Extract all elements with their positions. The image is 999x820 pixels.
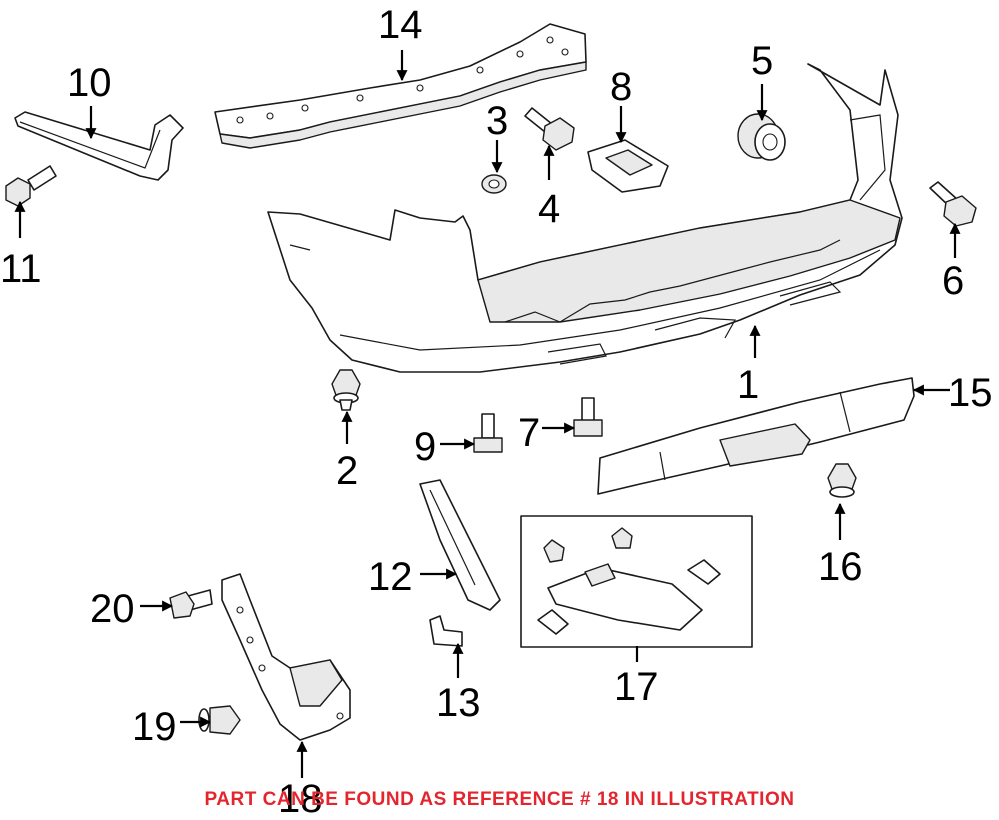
callout-20: 20 [90,587,135,631]
part-20-bolt [169,589,213,619]
part-6-bolt [929,181,977,227]
part-14-reinforcement [214,23,587,149]
leader-lines [14,50,961,778]
part-2-clip [331,369,361,411]
callout-7: 7 [518,411,540,455]
callout-17: 17 [614,665,659,709]
callout-12: 12 [368,555,413,599]
callout-9: 9 [414,425,436,469]
callout-4: 4 [538,187,560,231]
callout-2: 2 [336,449,358,493]
part-15-step-pad [597,377,915,495]
part-1-bumper-cover [267,63,903,373]
part-19-clip [198,705,241,735]
callout-13: 13 [436,681,481,725]
part-16-clip [827,463,857,498]
callout-8: 8 [610,65,632,109]
part-17-kit [520,515,753,648]
reference-notice: PART CAN BE FOUND AS REFERENCE # 18 IN I… [204,789,795,810]
part-7-bolt [573,397,603,437]
callout-18: 18 [278,777,323,820]
callout-16: 16 [818,545,863,589]
callout-6: 6 [942,259,964,303]
part-5-sensor [737,113,786,161]
part-4-bolt [524,107,575,151]
callout-19: 19 [132,705,177,749]
callout-14: 14 [378,3,423,47]
callout-10: 10 [67,61,112,105]
part-10-bracket [14,111,184,181]
part-11-bolt [5,165,57,207]
callout-11: 11 [0,247,42,291]
callout-15: 15 [948,371,993,415]
callout-1: 1 [737,363,759,407]
part-12-moulding [419,479,501,611]
callout-3: 3 [486,99,508,143]
part-8-bracket [587,139,669,193]
part-9-bolt [473,413,503,453]
part-13-clip [429,615,463,647]
callout-5: 5 [751,39,773,83]
part-18-mudguard [221,573,351,741]
part-3-washer [481,174,507,194]
